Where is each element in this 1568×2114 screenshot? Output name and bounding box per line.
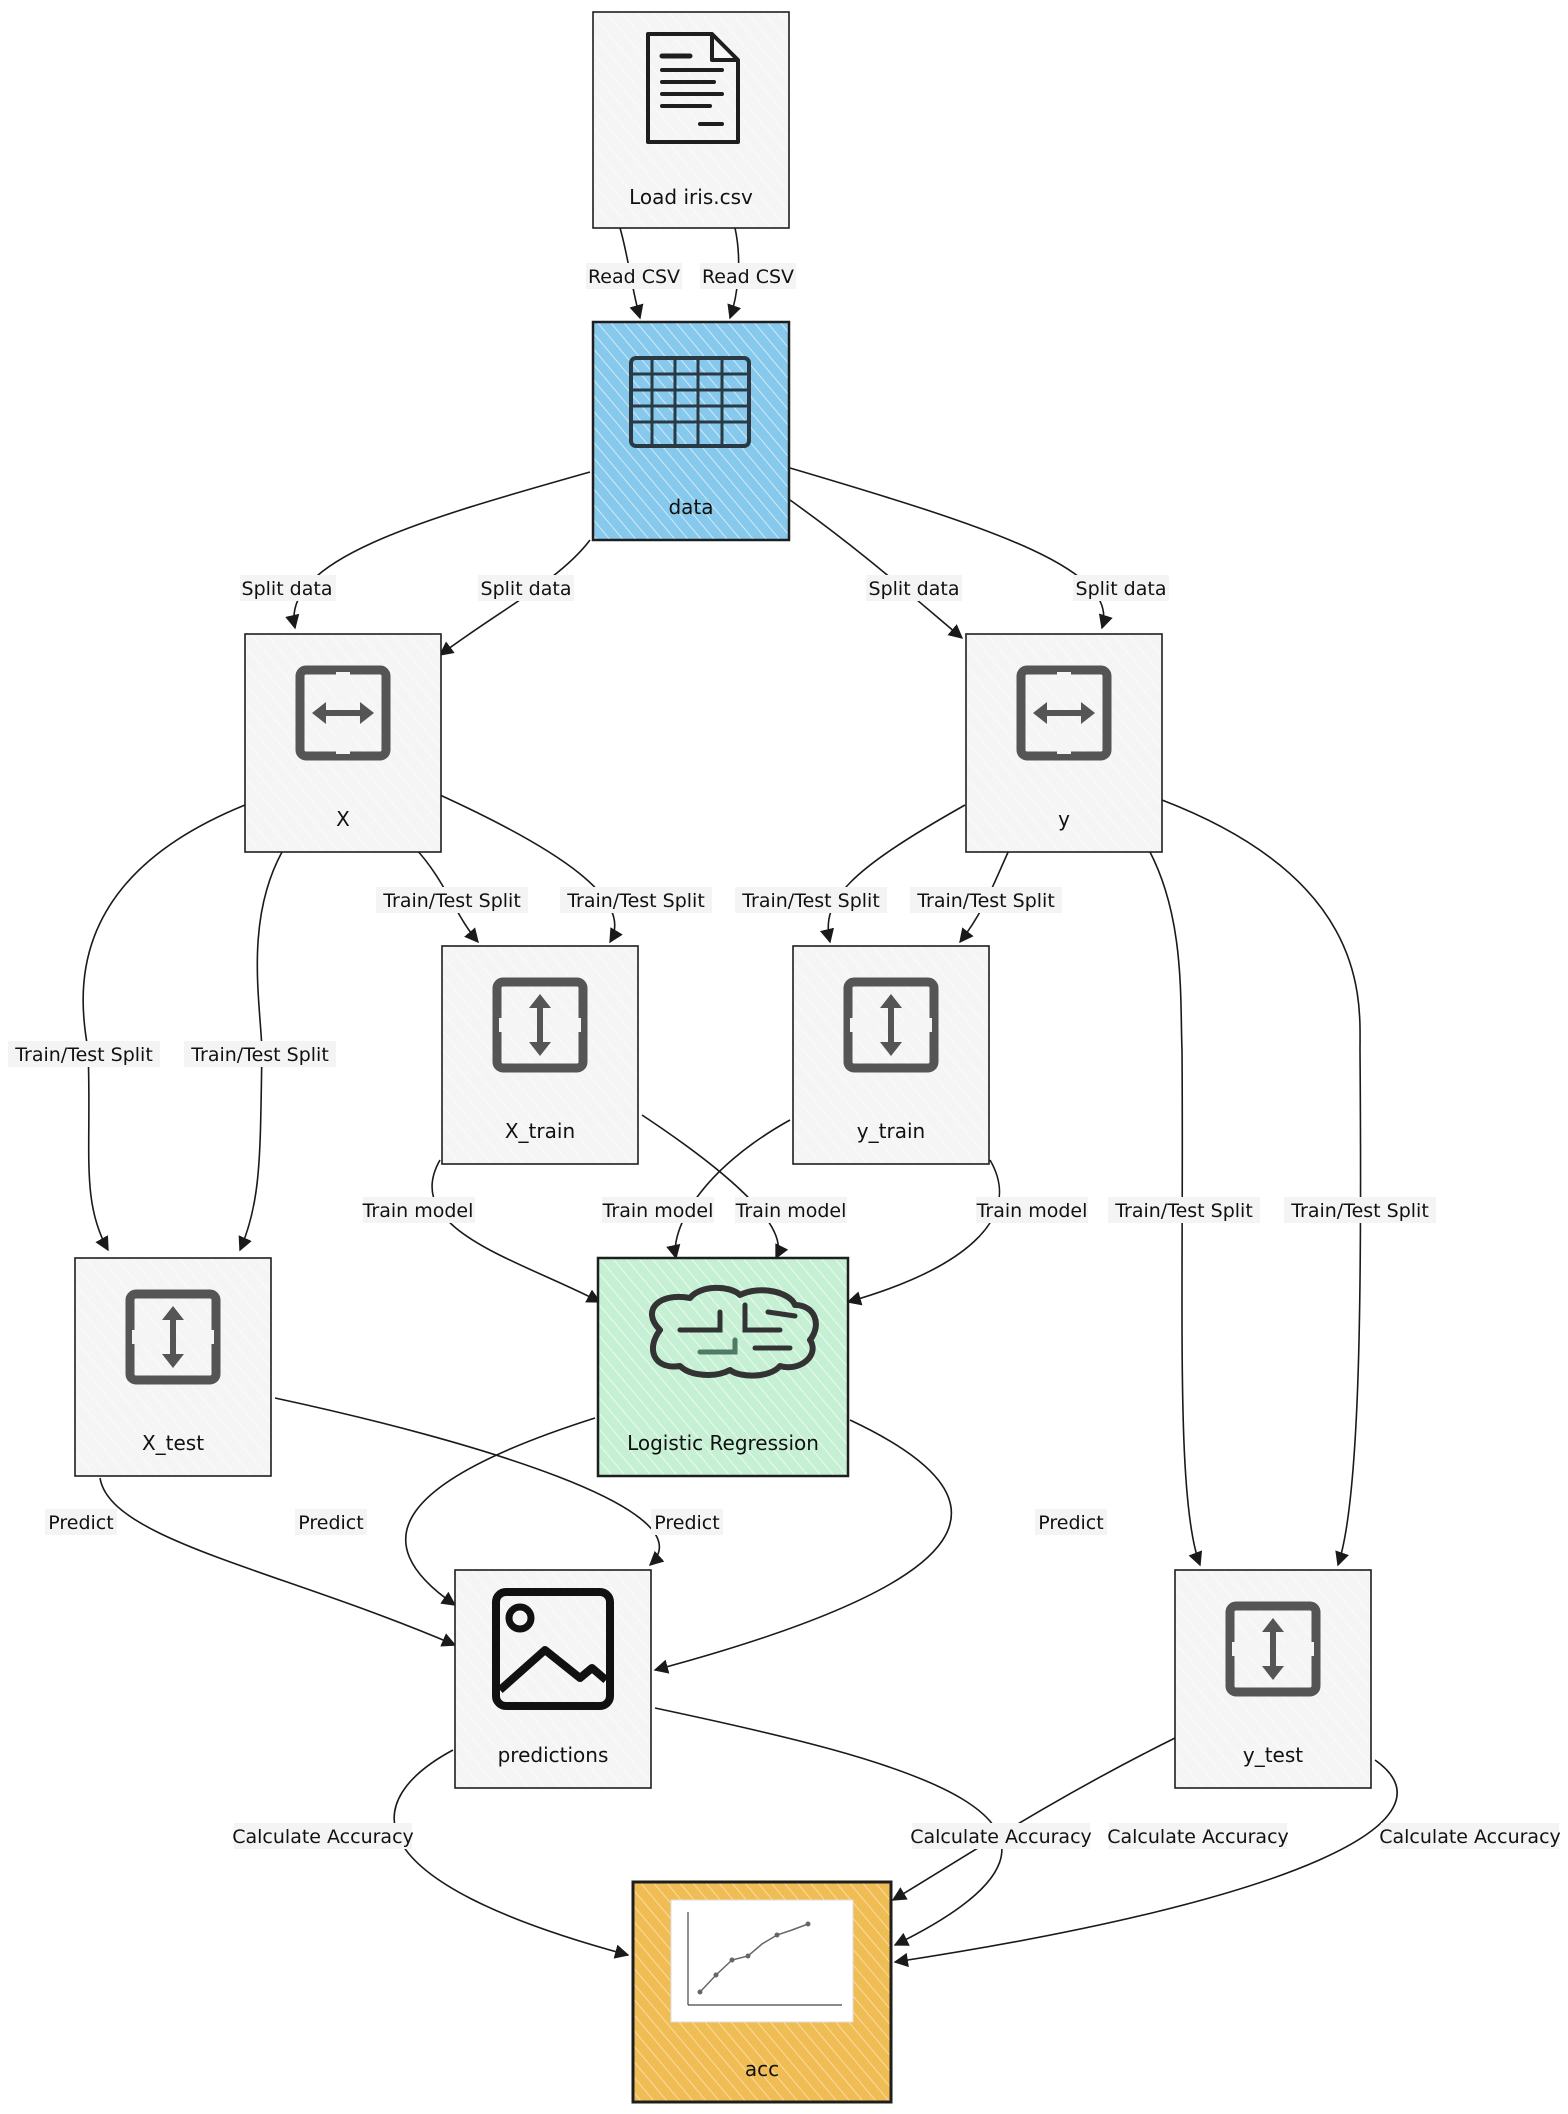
edge-predict-2 [274, 1397, 665, 1566]
edge-predict-4 [653, 1419, 953, 1674]
node-label-logistic-regression: Logistic Regression [627, 1431, 819, 1455]
brain-icon [649, 1284, 819, 1379]
edge-label-predict-2: Predict [298, 1512, 363, 1534]
split-vertical-icon [125, 1289, 221, 1385]
edge-acc-3 [891, 1737, 1176, 1901]
edge-train-1 [431, 1159, 602, 1303]
split-horizontal-icon [1016, 665, 1112, 761]
node-x-train[interactable]: X_train [441, 945, 639, 1165]
node-x[interactable]: X [244, 633, 442, 853]
edge-split-1 [285, 471, 591, 630]
line-chart-icon [670, 1899, 854, 2023]
edge-split-4 [789, 467, 1113, 630]
table-icon [629, 356, 751, 448]
node-label-y-train: y_train [857, 1119, 925, 1143]
edge-label-acc-3: Calculate Accuracy [1107, 1826, 1289, 1848]
split-vertical-icon [843, 977, 939, 1073]
node-load-iris[interactable]: Load iris.csv [592, 11, 790, 229]
node-predictions[interactable]: predictions [454, 1569, 652, 1789]
edge-tts-7 [1149, 851, 1203, 1567]
node-label-y-test: y_test [1243, 1743, 1303, 1767]
edge-split-3 [789, 499, 964, 639]
edge-tts-5 [82, 804, 246, 1252]
edge-label-train-3: Train model [735, 1200, 847, 1222]
edge-label-predict-3: Predict [654, 1512, 719, 1534]
edge-label-read-csv-1: Read CSV [588, 266, 680, 288]
node-y[interactable]: y [965, 633, 1163, 853]
edge-train-4 [846, 1159, 1001, 1306]
edge-label-split-2: Split data [481, 578, 572, 600]
image-icon [492, 1588, 614, 1710]
edge-label-tts-6: Train/Test Split [190, 1044, 329, 1066]
edge-label-train-4: Train model [976, 1200, 1088, 1222]
edge-label-predict-1: Predict [48, 1512, 113, 1534]
edge-label-acc-1: Calculate Accuracy [232, 1826, 414, 1848]
node-label-data: data [668, 495, 713, 519]
node-label-x: X [336, 807, 350, 831]
edge-label-tts-4: Train/Test Split [916, 890, 1055, 912]
edge-label-tts-8: Train/Test Split [1290, 1200, 1429, 1222]
edge-tts-2 [439, 794, 623, 944]
edge-label-train-2: Train model [602, 1200, 714, 1222]
node-label-x-test: X_test [142, 1431, 204, 1455]
edge-label-tts-2: Train/Test Split [566, 890, 705, 912]
edge-label-split-4: Split data [1076, 578, 1167, 600]
edge-predict-1 [99, 1477, 457, 1647]
edge-label-tts-3: Train/Test Split [741, 890, 880, 912]
edge-labels: Read CSV Read CSV Split data Split data … [8, 263, 1561, 1849]
edge-label-train-1: Train model [362, 1200, 474, 1222]
edge-label-tts-7: Train/Test Split [1114, 1200, 1253, 1222]
edge-label-tts-5: Train/Test Split [14, 1044, 153, 1066]
document-icon [646, 32, 740, 144]
node-label-y: y [1058, 807, 1070, 831]
edge-label-predict-4: Predict [1038, 1512, 1103, 1534]
edge-train-2 [641, 1114, 789, 1260]
node-label-x-train: X_train [505, 1119, 575, 1143]
edge-train-3 [666, 1119, 791, 1260]
edge-label-split-1: Split data [242, 578, 333, 600]
edge-label-acc-4: Calculate Accuracy [1379, 1826, 1561, 1848]
node-acc[interactable]: acc [631, 1880, 893, 2104]
node-logistic-regression[interactable]: Logistic Regression [596, 1256, 850, 1478]
node-label-acc: acc [745, 2057, 779, 2081]
split-vertical-icon [1225, 1601, 1321, 1697]
edge-label-tts-1: Train/Test Split [382, 890, 521, 912]
node-label-predictions: predictions [498, 1743, 609, 1767]
edge-label-read-csv-2: Read CSV [702, 266, 794, 288]
node-x-test[interactable]: X_test [74, 1257, 272, 1477]
edge-acc-2 [654, 1707, 1003, 1946]
node-label-load: Load iris.csv [629, 185, 753, 209]
edge-predict-3 [404, 1417, 596, 1606]
split-vertical-icon [492, 977, 588, 1073]
edge-label-acc-2: Calculate Accuracy [910, 1826, 1092, 1848]
node-y-train[interactable]: y_train [792, 945, 990, 1165]
node-data[interactable]: data [591, 320, 791, 542]
edge-tts-3 [820, 804, 966, 944]
edge-acc-4 [893, 1759, 1398, 1968]
edge-label-split-3: Split data [869, 578, 960, 600]
edge-tts-8 [1161, 799, 1362, 1567]
node-y-test[interactable]: y_test [1174, 1569, 1372, 1789]
split-horizontal-icon [295, 665, 391, 761]
